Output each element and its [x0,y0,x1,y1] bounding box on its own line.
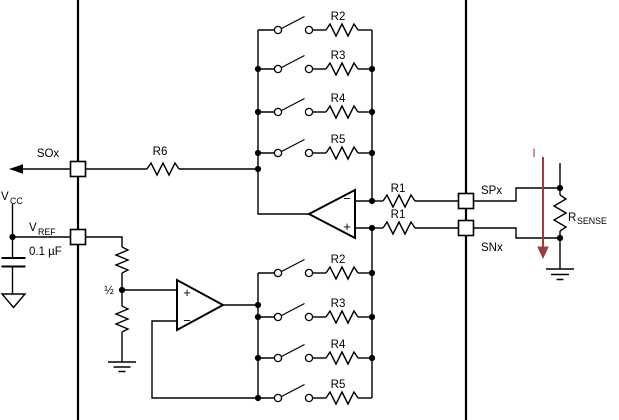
feedback-wire [151,320,258,399]
input-resistors: R1 R1 [372,183,459,236]
sense-resistor-label: R [568,212,576,224]
switch-resistor-row [257,383,373,405]
junction-dot [556,234,564,242]
ground-icon [108,361,136,373]
gain-resistor-label: R3 [331,298,346,310]
junction-dot [368,197,376,205]
sense-resistor: R SENSE [546,163,607,281]
input-resistor-label: R1 [391,209,406,221]
gain-resistor-label: R2 [331,11,346,23]
resistor-icon [146,161,180,177]
vcc-label-sub: CC [10,196,23,206]
junction-dot [368,65,376,73]
junction-dot [118,286,126,294]
sox-pad [69,160,87,178]
noninverting-input-sign: + [183,285,191,300]
top-gain-resistor-bank: R2 R3 R4 R5 [257,11,373,215]
capacitor-icon [1,257,26,268]
vcc-label: V [1,191,9,203]
gain-resistor-label: R4 [331,93,346,105]
switch-resistor-row [257,15,373,37]
junction-dot [368,354,376,362]
junction-dot [9,233,16,241]
resistor-icon [114,246,130,274]
sense-pins: SPx SNx [457,185,560,254]
junction-dot [254,313,262,321]
junction-dot [254,354,262,362]
junction-dot [254,165,262,173]
junction-dot [556,184,564,192]
switch-resistor-row [257,343,373,365]
junction-dot [368,149,376,157]
junction-dot [254,108,262,116]
vref-label: V [29,222,37,234]
junction-dot [368,108,376,116]
junction-dot [254,149,262,157]
reference-supply: V CC V REF 0.1 µF [0,160,87,309]
feedback-resistor-label: R6 [153,146,168,158]
junction-dot [368,313,376,321]
snx-pin-label: SNx [481,242,503,254]
resistor-icon [382,193,416,209]
input-resistor-label: R1 [391,183,406,195]
wire [85,236,123,247]
gain-resistor-label: R3 [331,50,346,62]
switch-resistor-row [257,258,373,280]
switch-resistor-row [257,302,373,324]
junction-dot [254,65,262,73]
junction-dot [368,224,376,232]
junction-dot [254,394,262,402]
junction-dot [254,301,262,309]
main-opamp: − + [306,188,372,240]
inverting-input-sign: − [343,191,351,206]
current-label: I [532,146,535,160]
gain-resistor-label: R2 [331,254,346,266]
noninverting-input-sign: + [343,219,351,234]
sense-resistor-sub: SENSE [577,216,607,226]
reference-divider: ½ [85,236,177,373]
resistor-icon [552,194,568,232]
bypass-cap-label: 0.1 µF [29,246,62,258]
sox-arrow-icon [9,164,23,174]
vref-pad [69,228,87,246]
divider-ratio-label: ½ [104,285,114,297]
switch-resistor-row [257,97,373,119]
spx-pad [457,192,475,210]
sox-output: SOx R6 [9,146,258,177]
vref-label-sub: REF [38,227,56,237]
sox-pin-label: SOx [37,148,60,160]
gain-resistor-label: R5 [331,379,346,391]
wire [473,227,560,239]
opamp-triangle-icon [306,188,356,240]
junction-dot [368,269,376,277]
switch-resistor-row [257,54,373,76]
wire [473,187,560,202]
inverting-input-sign: − [183,313,191,328]
resistor-icon [114,305,130,333]
spx-pin-label: SPx [481,185,502,197]
bus-wire [257,30,309,215]
current-arrowhead-icon [537,246,549,259]
earth-ground-icon [0,293,27,309]
switch-resistor-row [257,138,373,160]
gain-resistor-label: R5 [331,134,346,146]
gain-resistor-label: R4 [331,339,346,351]
opamp-triangle-icon [176,278,226,332]
resistor-icon [382,220,416,236]
current-indicator: I [532,146,549,259]
bottom-gain-resistor-bank: R2 R3 R4 R5 [257,228,373,405]
reference-buffer-opamp: + − [151,278,258,399]
ground-icon [546,268,574,281]
snx-pad [457,219,475,237]
junction-dots [9,65,564,402]
